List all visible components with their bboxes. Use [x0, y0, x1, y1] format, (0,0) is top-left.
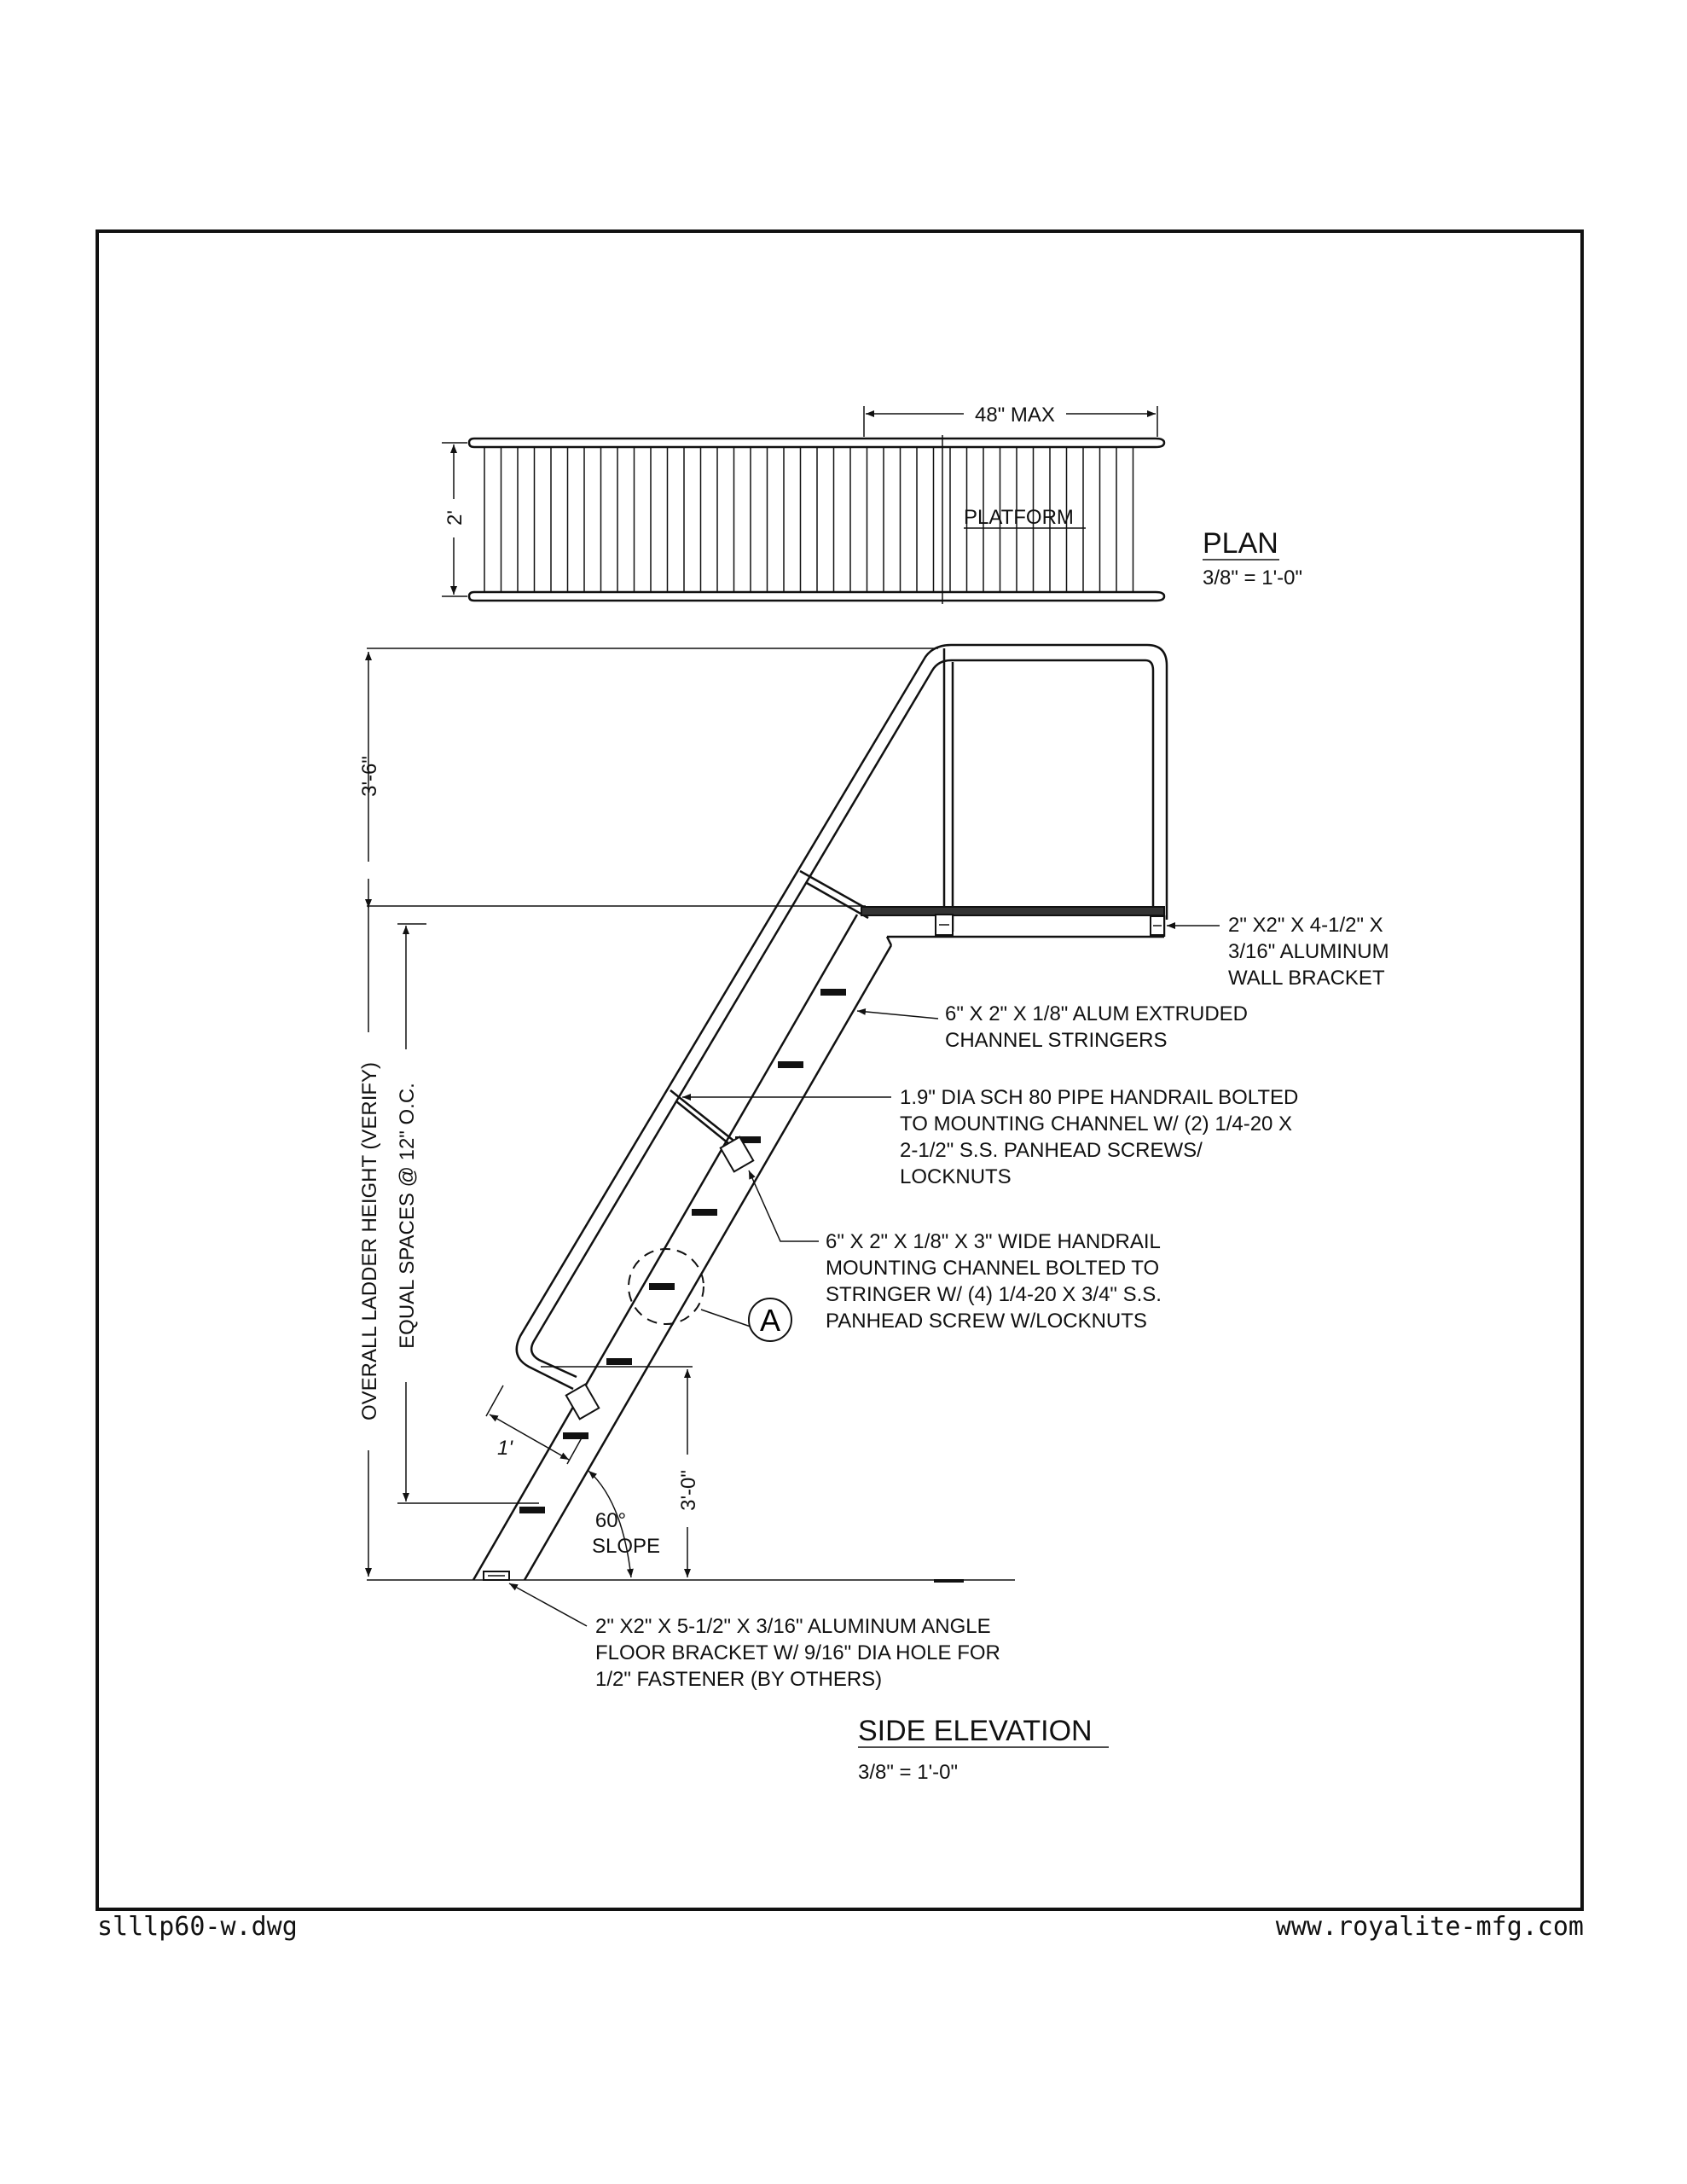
note-mounting-channel: 6" X 2" X 1/8" X 3" WIDE HANDRAIL MOUNTI…	[826, 1230, 1168, 1333]
rail-height-dimension: 3'-0"	[677, 1470, 700, 1511]
detail-tag-circle	[748, 1298, 792, 1342]
plan-title: PLAN	[1203, 527, 1278, 560]
handrail-outer-line	[515, 643, 1168, 1391]
handrail-connector-top-a	[799, 869, 869, 911]
sheet-border	[96, 229, 1584, 1911]
mounting-channel-lower	[565, 1383, 600, 1420]
equal-spaces-dimension: EQUAL SPACES @ 12" O.C.	[396, 1083, 419, 1349]
stair-treads	[519, 989, 846, 1513]
step-spacing-ext-a	[485, 1385, 504, 1417]
footer-website: www.royalite-mfg.com	[1276, 1912, 1584, 1942]
stringers-leader	[856, 1008, 939, 1019]
plan-depth-dimension: 2'	[443, 510, 467, 526]
mounting-channel-upper	[719, 1136, 755, 1173]
guard-height-dimension: 3'-6"	[358, 756, 381, 797]
plan-view: PLATFORM 48" MAX 2' PLAN 3/8" = 1'-0"	[442, 404, 1302, 604]
note-stringers: 6" X 2" X 1/8" ALUM EXTRUDED CHANNEL STR…	[945, 1002, 1254, 1052]
side-elevation: A 3'-6" OVERALL LADDER HEIGHT (VERIFY) E…	[358, 643, 1394, 1784]
slope-label: SLOPE	[592, 1535, 660, 1558]
stair-tread	[735, 1136, 761, 1143]
detail-leader	[700, 1309, 751, 1327]
plan-rail-top	[467, 437, 1166, 449]
floor-bracket-leader	[508, 1583, 588, 1627]
platform-deck-front	[885, 936, 893, 946]
plan-width-dimension: 48" MAX	[975, 404, 1055, 427]
footer-filename: slllp60-w.dwg	[97, 1912, 298, 1942]
note-handrail: 1.9" DIA SCH 80 PIPE HANDRAIL BOLTED TO …	[900, 1086, 1304, 1188]
plan-rail-bottom	[467, 590, 1166, 602]
stair-tread	[778, 1061, 803, 1068]
stair-tread	[692, 1209, 717, 1216]
detail-circle	[628, 1248, 704, 1325]
handrail-inner-line	[530, 659, 1155, 1379]
mounting-channel-leader	[748, 1170, 819, 1242]
plan-treads	[484, 447, 1134, 592]
stringer-front-edge	[472, 914, 859, 1581]
step-spacing-dimension: 1'	[497, 1437, 513, 1460]
step-spacing-dim	[489, 1414, 570, 1461]
stair-tread	[606, 1358, 632, 1365]
handrail-connector-mid-a	[670, 1089, 738, 1144]
slope-arc	[588, 1470, 634, 1578]
plan-scale: 3/8" = 1'-0"	[1203, 566, 1302, 590]
handrail-connector-mid-b	[675, 1101, 734, 1148]
handrail-connector-top-b	[806, 881, 869, 920]
plan-platform-label: PLATFORM	[964, 506, 1074, 529]
slope-angle: 60°	[595, 1509, 626, 1532]
step-spacing-ext-b	[566, 1432, 585, 1465]
stringer-back-edge	[523, 944, 893, 1581]
note-wall-bracket: 2" X2" X 4-1/2" X 3/16" ALUMINUM WALL BR…	[1228, 914, 1394, 990]
stair-tread	[519, 1507, 545, 1513]
detail-tag: A	[760, 1303, 780, 1338]
overall-height-dimension: OVERALL LADDER HEIGHT (VERIFY)	[358, 1062, 381, 1420]
elevation-scale: 3/8" = 1'-0"	[858, 1761, 958, 1784]
stair-tread	[649, 1283, 675, 1290]
stair-tread	[820, 989, 846, 996]
elevation-title: SIDE ELEVATION	[858, 1715, 1093, 1747]
platform-deck	[861, 906, 1165, 916]
note-floor-bracket: 2" X2" X 5-1/2" X 3/16" ALUMINUM ANGLE F…	[595, 1615, 1006, 1691]
stair-tread	[563, 1432, 588, 1439]
